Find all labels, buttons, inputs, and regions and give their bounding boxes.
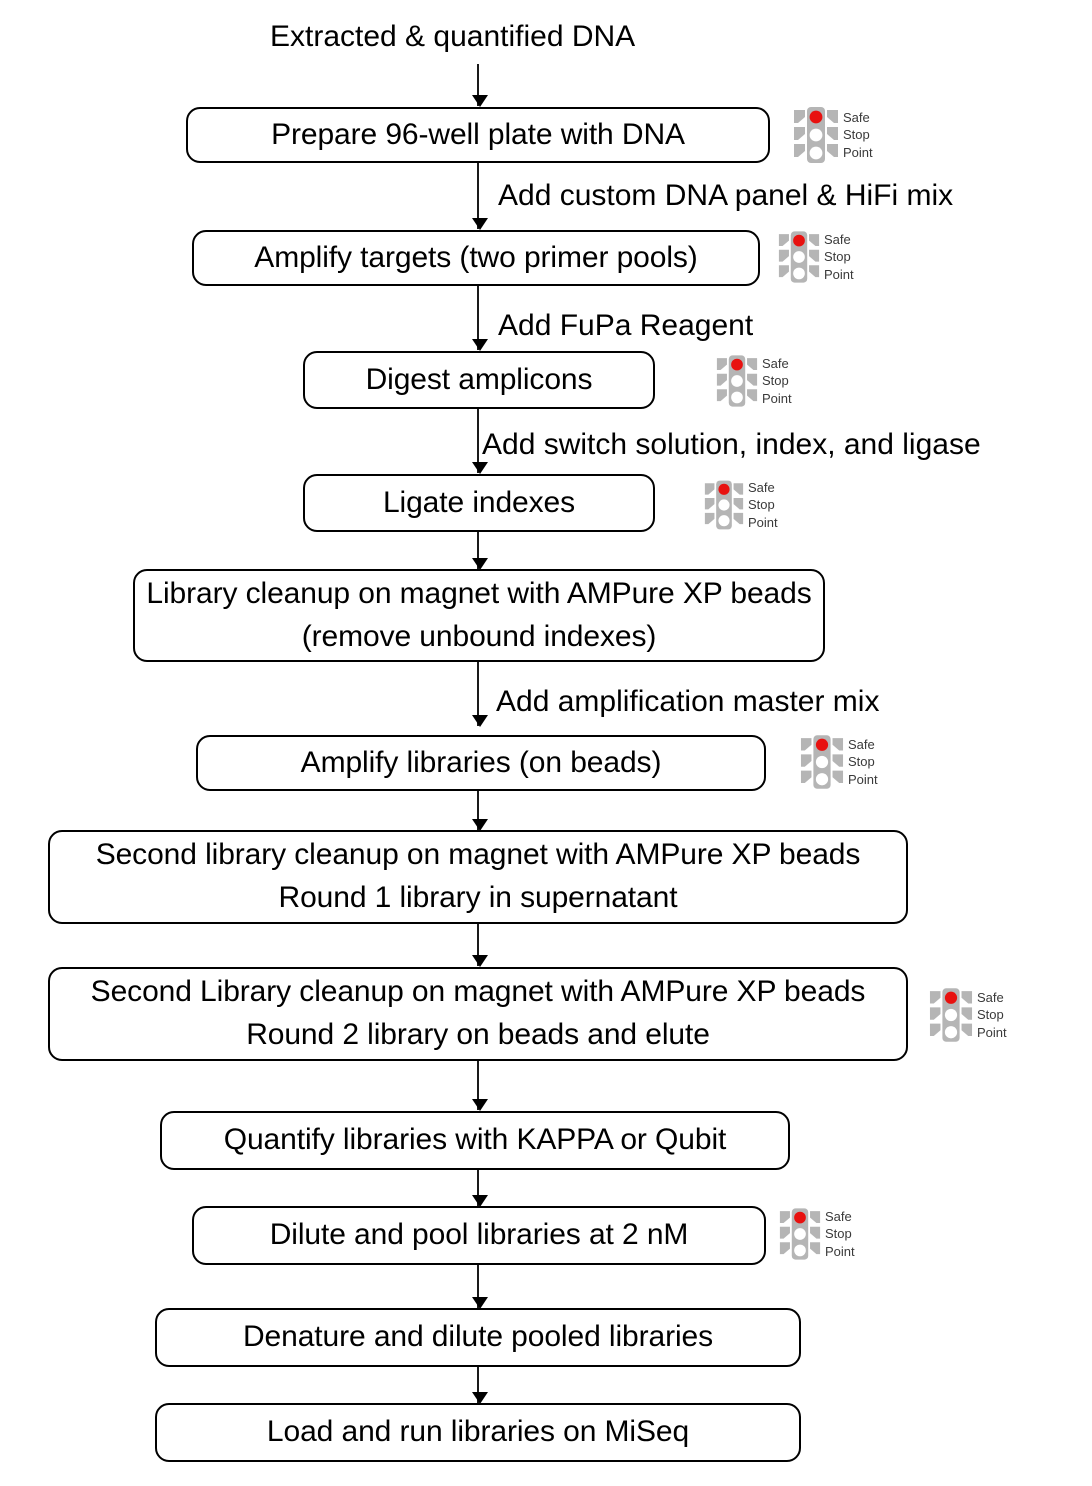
traffic-light-icon [704,480,744,530]
node-prepare-96-well-plate[interactable]: Prepare 96-well plate with DNA [186,107,770,163]
traffic-light-icon [778,231,820,283]
safe-stop-point-n3: Safe Stop Point [716,355,792,407]
arrowhead-icon [472,218,488,230]
connector-n8-to-n9 [472,1061,488,1111]
safe-stop-point-caption: Safe Stop Point [977,989,1007,1041]
arrowhead-icon [472,1099,488,1111]
caption-line-2: Stop [748,497,775,513]
arrowhead-icon [472,1392,488,1404]
caption-line-1: Safe [762,356,789,372]
safe-stop-point-caption: Safe Stop Point [762,355,792,407]
caption-line-2: Stop [843,127,870,143]
caption-line-3: Point [977,1024,1007,1040]
node-ligate-indexes[interactable]: Ligate indexes [303,474,655,532]
connector-n11-to-n12 [472,1367,488,1404]
node-denature-and-dilute[interactable]: Denature and dilute pooled libraries [155,1308,801,1367]
safe-stop-point-caption: Safe Stop Point [843,109,873,161]
safe-stop-point-n4: Safe Stop Point [704,479,778,531]
arrowhead-icon [472,339,488,351]
node-amplify-targets[interactable]: Amplify targets (two primer pools) [192,230,760,286]
edge-label-add-amplification-master-mix: Add amplification master mix [496,685,880,718]
node-second-library-cleanup-round-2[interactable]: Second Library cleanup on magnet with AM… [48,967,908,1061]
start-label: Extracted & quantified DNA [270,20,636,53]
node-load-and-run-miseq[interactable]: Load and run libraries on MiSeq [155,1403,801,1462]
arrowhead-icon [472,1297,488,1309]
connector-n10-to-n11 [472,1265,488,1309]
caption-line-1: Safe [977,990,1004,1006]
edge-label-add-custom-dna-panel: Add custom DNA panel & HiFi mix [498,179,954,212]
caption-line-1: Safe [824,232,851,248]
node-dilute-and-pool-libraries[interactable]: Dilute and pool libraries at 2 nM [192,1206,766,1265]
traffic-light-icon [793,107,839,163]
caption-line-1: Safe [848,737,875,753]
safe-stop-point-n8: Safe Stop Point [929,988,1007,1042]
connector-n7-to-n8 [472,924,488,967]
node-library-cleanup-ampure[interactable]: Library cleanup on magnet with AMPure XP… [133,569,825,662]
arrowhead-icon [472,95,488,107]
caption-line-3: Point [762,390,792,406]
connector-n6-to-n7 [472,791,488,831]
node-quantify-libraries[interactable]: Quantify libraries with KAPPA or Qubit [160,1111,790,1170]
connector-n9-to-n10 [472,1170,488,1207]
arrowhead-icon [472,1195,488,1207]
safe-stop-point-caption: Safe Stop Point [825,1208,855,1260]
safe-stop-point-n1: Safe Stop Point [793,107,873,163]
traffic-light-icon [800,735,844,789]
caption-line-2: Stop [824,249,851,265]
caption-line-3: Point [848,771,878,787]
caption-line-2: Stop [848,754,875,770]
caption-line-2: Stop [977,1007,1004,1023]
caption-line-1: Safe [843,110,870,126]
connector-n5-to-n6 [472,662,488,727]
safe-stop-point-caption: Safe Stop Point [824,231,854,283]
caption-line-1: Safe [748,480,775,495]
arrowhead-icon [472,558,488,570]
connector-n1-to-n2 [472,163,488,230]
caption-line-3: Point [824,266,854,282]
safe-stop-point-n2: Safe Stop Point [778,231,854,283]
node-digest-amplicons[interactable]: Digest amplicons [303,351,655,409]
caption-line-3: Point [843,144,873,160]
connector-start-to-n1 [472,64,488,107]
traffic-light-icon [716,355,758,407]
node-second-library-cleanup-round-1[interactable]: Second library cleanup on magnet with AM… [48,830,908,924]
traffic-light-icon [929,988,973,1042]
safe-stop-point-caption: Safe Stop Point [748,479,778,531]
connector-n4-to-n5 [472,532,488,570]
safe-stop-point-n10: Safe Stop Point [779,1208,855,1260]
arrowhead-icon [472,819,488,831]
connector-n3-to-n4 [472,409,488,474]
caption-line-1: Safe [825,1209,852,1225]
edge-label-add-switch-solution: Add switch solution, index, and ligase [482,428,981,461]
arrowhead-icon [472,715,488,727]
arrowhead-icon [472,955,488,967]
caption-line-2: Stop [825,1226,852,1242]
node-amplify-libraries-on-beads[interactable]: Amplify libraries (on beads) [196,735,766,791]
edge-label-add-fupa-reagent: Add FuPa Reagent [498,309,754,342]
connector-n2-to-n3 [472,286,488,351]
traffic-light-icon [779,1208,821,1260]
caption-line-2: Stop [762,373,789,389]
safe-stop-point-caption: Safe Stop Point [848,736,878,788]
caption-line-3: Point [825,1243,855,1259]
safe-stop-point-n6: Safe Stop Point [800,735,878,789]
arrowhead-icon [472,462,488,474]
caption-line-3: Point [748,514,778,530]
